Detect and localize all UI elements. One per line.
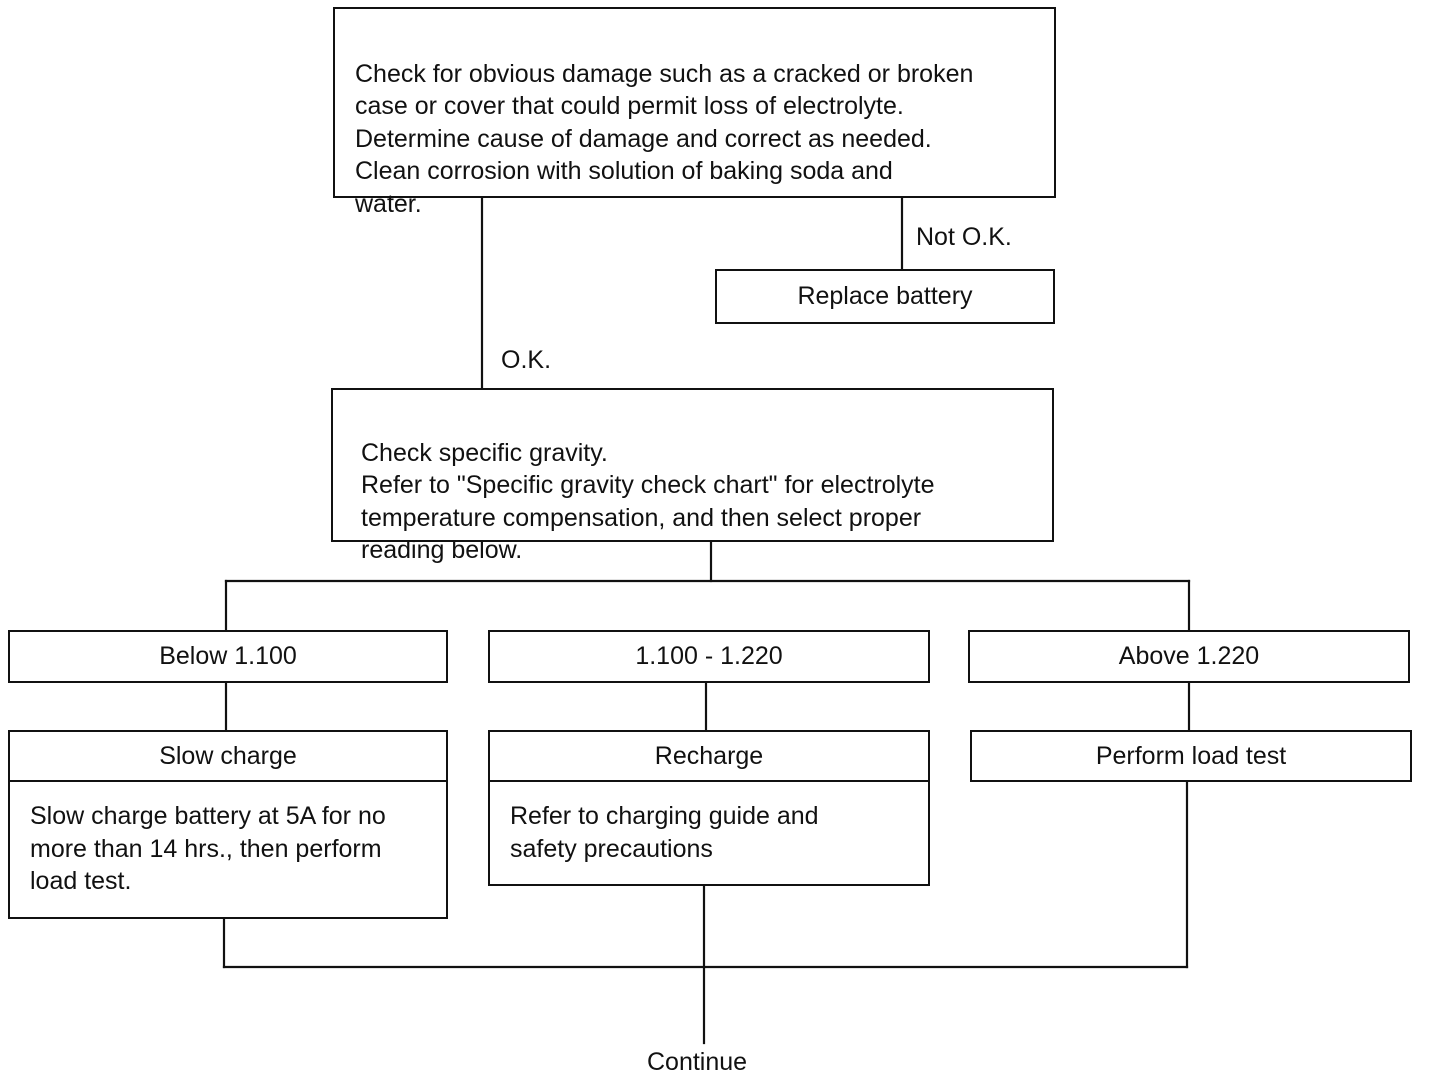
continue-label: Continue [647,1048,748,1076]
below-range-box: Below 1.100 [8,630,448,683]
not-ok-label: Not O.K. [916,223,1012,251]
replace-battery-box: Replace battery [715,269,1055,324]
damage-check-box: Check for obvious damage such as a crack… [333,7,1056,218]
recharge-box: Recharge Refer to charging guide and saf… [488,730,930,886]
replace-battery-label: Replace battery [797,282,973,311]
above-range-box: Above 1.220 [968,630,1410,683]
gravity-check-box: Check specific gravity. Refer to "Specif… [331,388,1054,564]
damage-check-text: Check for obvious damage such as a crack… [355,59,974,218]
recharge-title: Recharge [490,732,928,782]
between-range-box: 1.100 - 1.220 [488,630,930,683]
slow-charge-box: Slow charge Slow charge battery at 5A fo… [8,730,448,919]
load-test-box: Perform load test [970,730,1412,782]
slow-charge-detail: Slow charge battery at 5A for no more th… [30,802,386,895]
between-range-label: 1.100 - 1.220 [635,642,783,671]
slow-charge-title: Slow charge [10,732,446,782]
load-test-label: Perform load test [1095,741,1287,770]
above-range-label: Above 1.220 [1118,642,1260,671]
below-range-label: Below 1.100 [159,642,297,671]
ok-label: O.K. [501,346,552,374]
recharge-detail: Refer to charging guide and safety preca… [510,802,819,863]
gravity-check-text: Check specific gravity. Refer to "Specif… [361,438,935,565]
